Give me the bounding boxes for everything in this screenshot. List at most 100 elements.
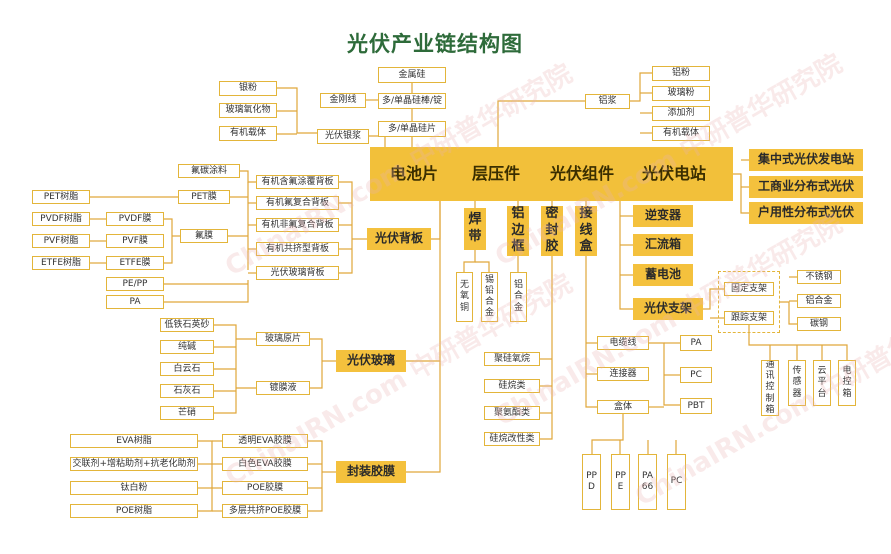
jbox-material-pbt: PBT [680,398,712,414]
connector-line [649,342,680,406]
hub-cell-module: 光伏组件 [550,164,615,183]
glass-raw-sheet: 玻璃原片 [256,332,310,346]
encap-film-multilayer-poe: 多层共挤POE胶膜 [222,504,308,518]
connector-line [164,218,173,264]
glass-raw-limestone: 石灰石 [160,384,214,398]
film-pvf: PVF膜 [106,234,164,248]
jbox-sub-housing: 盒体 [597,400,649,414]
film-pvdf: PVDF膜 [106,212,164,226]
backsheet-box: 光伏背板 [367,228,431,250]
connector-line [780,301,797,325]
mount-material-aluminium: 铝合金 [797,294,841,308]
glass-coating-liquid: 镀膜液 [256,381,310,395]
backsheet-type-glass: 光伏玻璃背板 [256,266,339,280]
backsheet-type-nonfluoro-composite: 有机非氟复合背板 [256,218,339,232]
encap-raw-poe-resin: POE树脂 [70,504,198,518]
ribbon-sub-oxygen-free-copper: 无氧铜 [456,272,473,322]
material-glass-oxide: 玻璃氧化物 [219,103,277,118]
housing-material-pa66: PA66 [638,454,657,510]
glass-raw-low-iron-sand: 低铁石英砂 [160,318,214,332]
glass-raw-mirabilite: 芒硝 [160,406,214,420]
page-title: 光伏产业链结构图 [347,32,523,56]
pv-glass-box: 光伏玻璃 [336,350,406,372]
housing-material-ppd: PPD [582,454,601,510]
sealant-sub-polysiloxane: 聚硅氧烷 [484,352,540,366]
frame-box: 铝边框 [507,206,529,256]
film-pet: PET膜 [178,190,230,204]
backsheet-type-coextruded: 有机共挤型背板 [256,242,339,256]
connector-line [591,414,624,454]
equipment-combiner-box: 汇流箱 [633,234,693,256]
aluminium-paste-box: 铝浆 [585,94,630,109]
hub-cell-plant: 光伏电站 [642,164,707,183]
connector-line [497,100,585,147]
mount-group-frame [718,271,780,333]
resin-pvdf: PVDF树脂 [32,212,90,226]
silicon-ingot-box: 多/单晶硅棒/锭 [378,93,446,109]
equipment-pv-mount: 光伏支架 [633,298,703,320]
encap-film-box: 封装胶膜 [336,461,406,483]
material-glass-powder: 玻璃粉 [652,86,710,101]
encap-raw-eva-resin: EVA树脂 [70,434,198,448]
diamond-wire-box: 金刚线 [320,93,366,108]
jbox-sub-connector: 连接器 [597,367,649,381]
mount-fixed: 固定支架 [724,282,774,296]
silver-paste-box: 光伏银浆 [317,129,369,144]
glass-raw-soda-ash: 纯碱 [160,340,214,354]
fluorocarbon-coating-box: 氟碳涂料 [178,164,240,178]
tracker-part-cloud: 云平台 [813,360,831,406]
backsheet-type-fluoro-composite: 有机氟复合背板 [256,196,339,210]
connector-line [406,361,441,473]
connector-line [164,280,249,303]
material-additive: 添加剂 [652,106,710,121]
core-hub-bar: 电池片 层压件 光伏组件 光伏电站 [370,147,733,201]
jbox-material-pc: PC [680,367,712,383]
material-silver-powder: 银粉 [219,81,277,96]
sealant-sub-silane: 硅烷类 [484,379,540,393]
pa-box: PA [106,295,164,309]
mount-material-stainless: 不锈钢 [797,270,841,284]
film-etfe: ETFE膜 [106,256,164,270]
plant-type-commercial: 工商业分布式光伏 [749,176,863,198]
tracker-part-sensor: 传感器 [788,360,806,406]
plant-type-residential: 户用性分布式光伏 [749,202,863,224]
connector-line [703,288,724,310]
encap-film-clear-eva: 透明EVA胶膜 [222,434,308,448]
mount-material-carbon-steel: 碳钢 [797,317,841,331]
resin-pet: PET树脂 [32,190,90,204]
connector-line [339,181,353,274]
resin-pvf: PVF树脂 [32,234,90,248]
connector-line [240,170,256,183]
backsheet-type-coated: 有机含氟涂覆背板 [256,175,339,189]
ribbon-sub-tin-lead-alloy: 锡铅合金 [481,272,498,322]
connector-line [406,201,441,362]
housing-material-ppe: PPE [611,454,630,510]
equipment-inverter: 逆变器 [633,205,693,227]
sealant-sub-modified-silane: 硅烷改性类 [484,432,540,446]
connector-line [369,135,386,147]
jbox-material-pa: PA [680,335,712,351]
connector-line [308,440,323,512]
material-aluminium-powder: 铝粉 [652,66,710,81]
encap-raw-titanium-dioxide: 钛白粉 [70,481,198,495]
hub-cell-battery: 电池片 [390,164,439,183]
encap-film-white-eva: 白色EVA胶膜 [222,457,308,471]
fluoro-film-box: 氟膜 [180,229,228,243]
pe-pp-box: PE/PP [106,277,164,291]
equipment-battery: 蓄电池 [633,264,693,286]
sealant-sub-polyurethane: 聚氨酯类 [484,406,540,420]
junction-box: 接线盒 [575,206,597,256]
tracker-part-electric-box: 电控箱 [838,360,856,406]
jbox-sub-cable: 电缆线 [597,336,649,350]
mount-tracking: 跟踪支架 [724,311,774,325]
connector-line [475,261,490,272]
connector-line [619,201,633,310]
material-organic-carrier-2: 有机载体 [652,126,710,141]
connector-line [540,256,553,440]
plant-type-centralized: 集中式光伏发电站 [749,149,863,171]
metal-silicon-box: 金属硅 [378,67,446,83]
resin-etfe: ETFE树脂 [32,256,90,270]
housing-material-pc: PC [667,454,686,510]
glass-raw-dolomite: 白云石 [160,362,214,376]
